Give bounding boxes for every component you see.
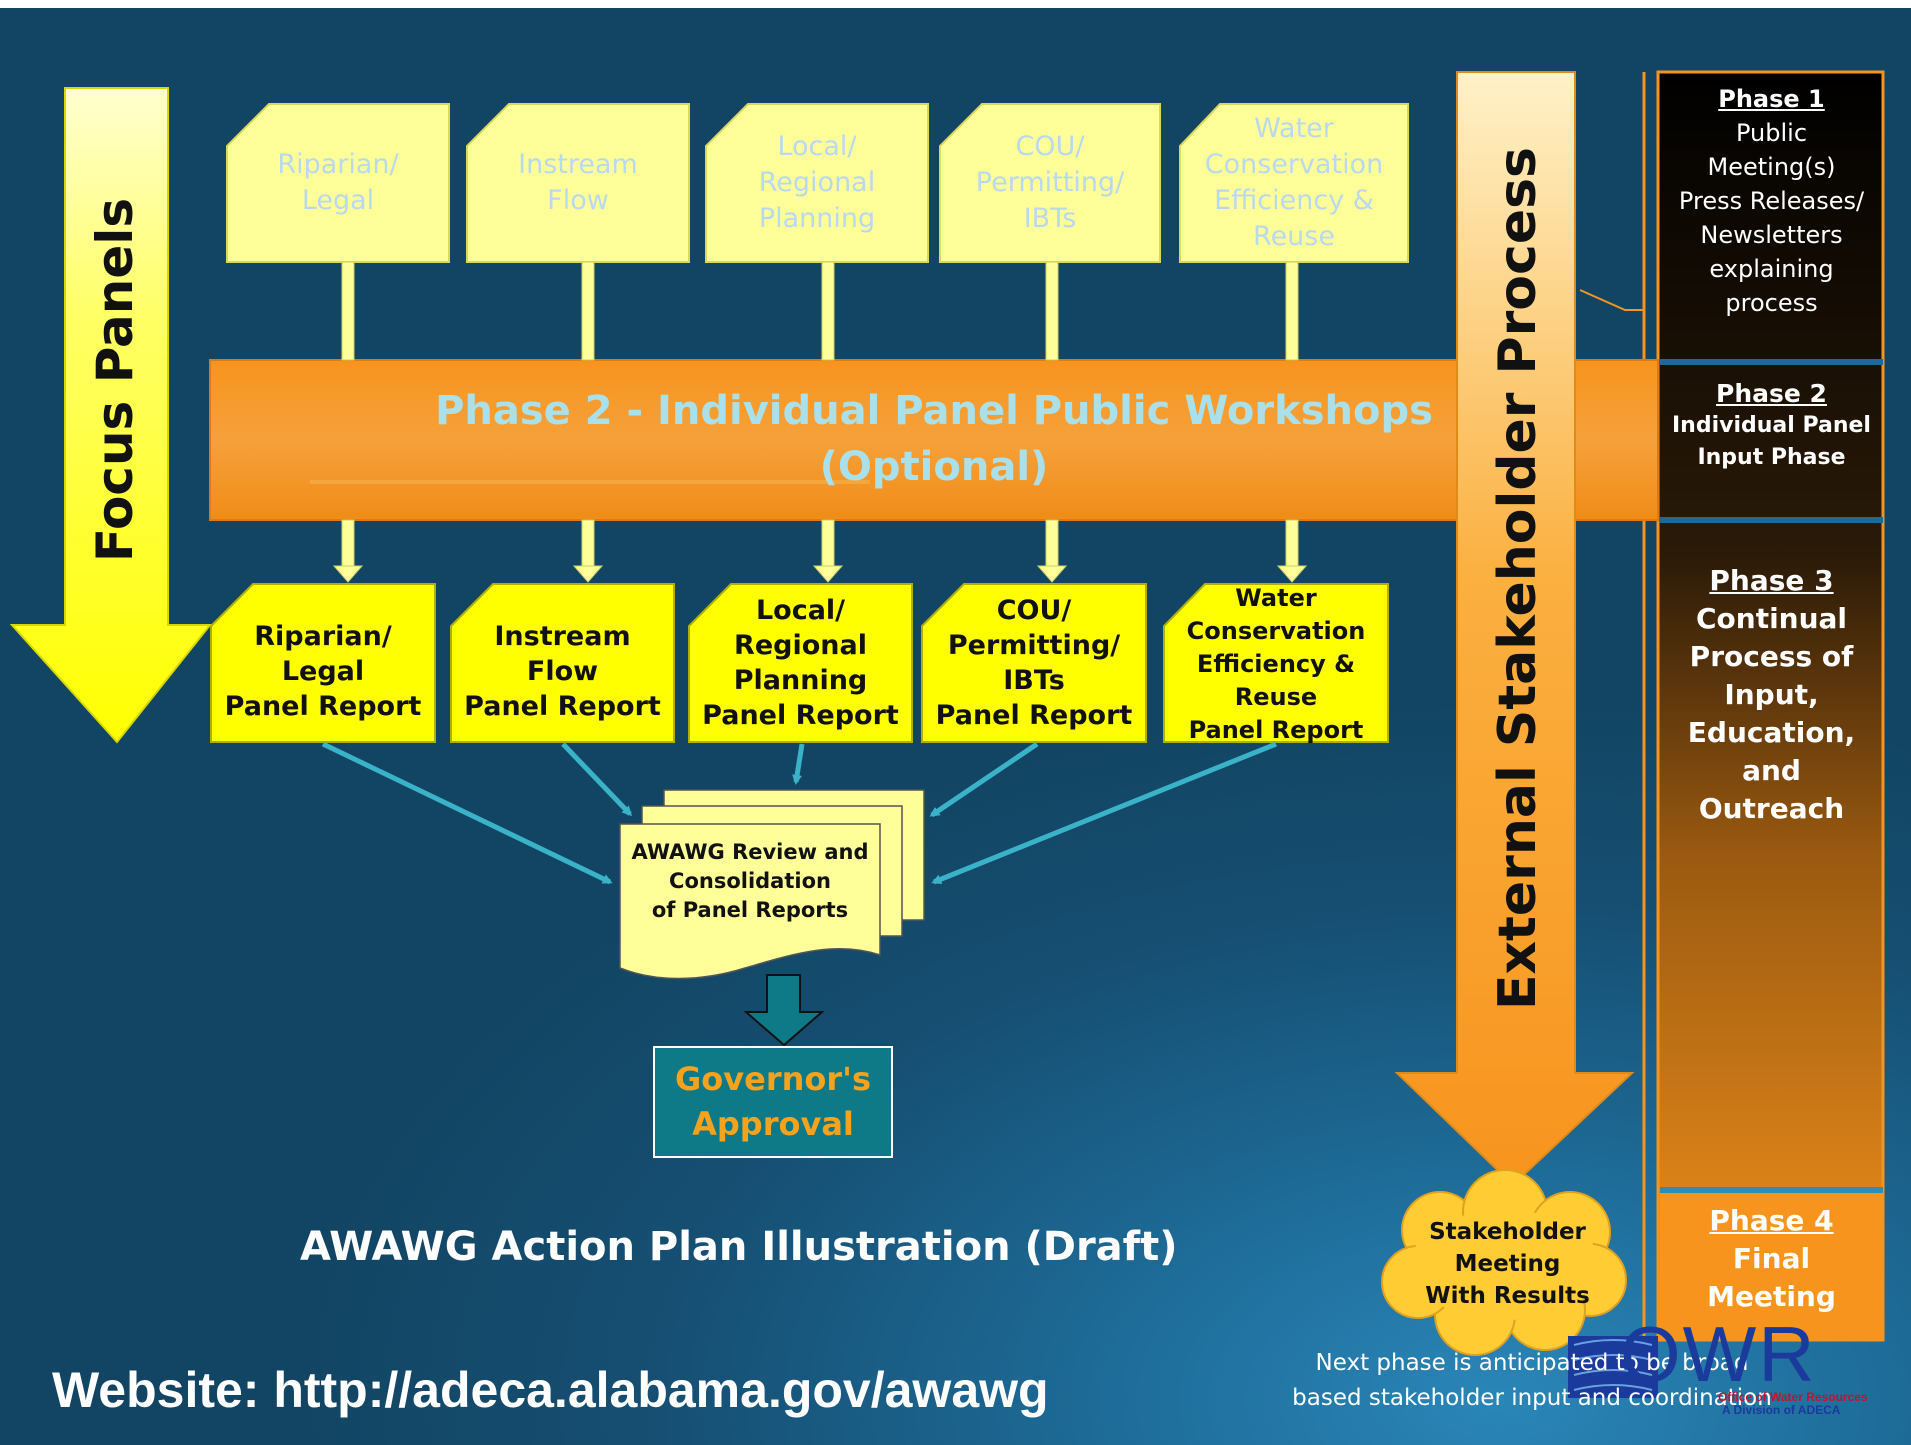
- bottom-panel-cou: [921, 583, 1147, 743]
- diagram-title: AWAWG Action Plan Illustration (Draft): [300, 1224, 1178, 1270]
- governor-approval-box: [653, 1046, 893, 1158]
- owr-logo-mark: [1568, 1336, 1658, 1398]
- phase-1-title: Phase 1: [1718, 85, 1825, 113]
- top-panel-label-riparian: Riparian/Legal: [277, 149, 399, 216]
- phase-2-title: Phase 2: [1716, 379, 1827, 408]
- focus-panels-label: Focus Panels: [86, 197, 144, 563]
- website-link[interactable]: Website: http://adeca.alabama.gov/awawg: [52, 1362, 1049, 1418]
- phase-4-title: Phase 4: [1709, 1204, 1834, 1237]
- band-line-2: (Optional): [819, 444, 1049, 490]
- bottom-panel-instream: [450, 583, 675, 743]
- focus-panels-arrow: [9, 87, 213, 744]
- owr-logo-letters: OWR: [1620, 1310, 1817, 1398]
- phase-2-band-title: Phase 2 - Individual Panel Public Worksh…: [210, 383, 1658, 495]
- top-panel-local: [705, 103, 929, 263]
- bottom-panel-riparian: [210, 583, 436, 743]
- approval-down-arrow: [743, 974, 825, 1047]
- review-document-stack: [619, 789, 925, 980]
- top-panel-instream: [466, 103, 690, 263]
- owr-logo-sub1: Office of Water Resources: [1718, 1390, 1868, 1404]
- bottom-panel-water: [1163, 583, 1389, 743]
- phase-1-connector: [1579, 289, 1644, 311]
- owr-logo-sub2: A Division of ADECA: [1722, 1403, 1841, 1417]
- bottom-panel-local: [688, 583, 913, 743]
- phase-column: [1656, 70, 1885, 1342]
- phase-3-title: Phase 3: [1709, 564, 1834, 597]
- band-highlight: [310, 480, 870, 484]
- phase-4-cell: [1660, 1193, 1883, 1338]
- phase-2-band: [209, 359, 1659, 521]
- stakeholder-cloud-shape: [1381, 1169, 1627, 1356]
- external-stakeholder-label: External Stakeholder Process: [1488, 146, 1548, 1010]
- top-panel-label-cou: COU/Permitting/IBTs: [975, 131, 1125, 234]
- review-arrows: [321, 741, 1277, 885]
- external-stakeholder-arrow: [1394, 71, 1635, 1187]
- top-panel-riparian: [226, 103, 450, 263]
- band-line-1: Phase 2 - Individual Panel Public Worksh…: [435, 388, 1433, 434]
- bottom-panel-shapes: [210, 583, 1389, 743]
- top-edge-strip: [0, 0, 1911, 8]
- vertical-connectors: [332, 261, 1308, 583]
- top-panel-shapes: [226, 103, 1409, 263]
